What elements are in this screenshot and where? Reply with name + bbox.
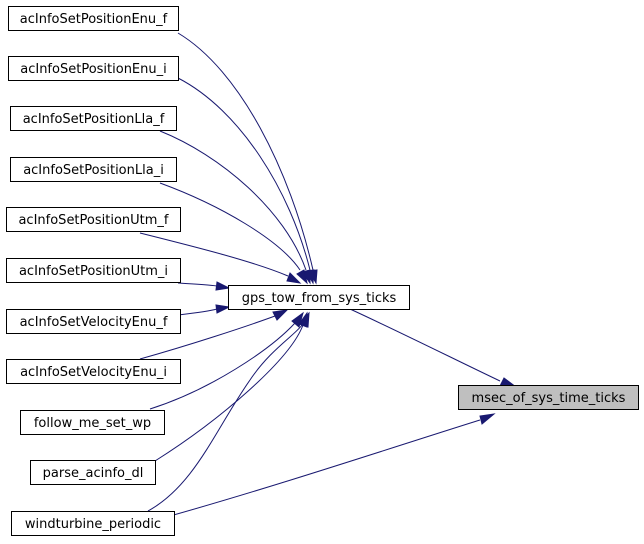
edge-n5-gps [139, 232, 289, 277]
edge-n11-msec [169, 419, 481, 517]
node-gps-tow-from-sys-ticks[interactable]: gps_tow_from_sys_ticks [228, 285, 410, 310]
node-acinfosetpositionenu-f[interactable]: acInfoSetPositionEnu_f [8, 6, 179, 31]
arrowhead-n9-gps [291, 311, 304, 328]
edge-n6-gps [177, 282, 218, 287]
arrowhead-n7-gps [215, 304, 231, 314]
node-acinfosetpositionutm-f[interactable]: acInfoSetPositionUtm_f [6, 207, 181, 232]
node-label: acInfoSetPositionLla_i [23, 163, 164, 178]
edge-n3-gps [159, 130, 307, 271]
edge-n9-gps [149, 322, 296, 410]
edge-n1-gps [177, 32, 314, 271]
node-parse-acinfo-dl[interactable]: parse_acinfo_dl [30, 460, 156, 485]
arrowhead-n6-gps [215, 281, 231, 291]
node-label: msec_of_sys_time_ticks [472, 391, 626, 406]
node-label: windturbine_periodic [25, 517, 161, 532]
arrowhead-n4-gps [296, 269, 308, 285]
node-label: acInfoSetPositionUtm_f [18, 213, 168, 228]
node-label: acInfoSetPositionEnu_i [20, 62, 167, 77]
node-acinfosetpositionlla-i[interactable]: acInfoSetPositionLla_i [10, 157, 177, 182]
nodes-layer: acInfoSetPositionEnu_f acInfoSetPosition… [6, 6, 639, 536]
arrowhead-n5-gps [286, 272, 302, 284]
edge-n8-gps [139, 315, 276, 360]
node-acinfosetpositionenu-i[interactable]: acInfoSetPositionEnu_i [8, 56, 179, 81]
node-label: acInfoSetVelocityEnu_f [20, 315, 168, 330]
arrowhead-n11-msec [479, 413, 496, 425]
node-acinfosetpositionlla-f[interactable]: acInfoSetPositionLla_f [10, 106, 177, 131]
arrowhead-n11-gps [299, 311, 310, 328]
edge-n2-gps [177, 77, 311, 271]
edge-n7-gps [177, 308, 218, 316]
edge-n11-gps [147, 324, 303, 512]
node-follow-me-set-wp[interactable]: follow_me_set_wp [20, 410, 165, 435]
node-label: acInfoSetVelocityEnu_i [20, 365, 167, 380]
node-windturbine-periodic[interactable]: windturbine_periodic [11, 511, 175, 536]
edge-n4-gps [159, 182, 301, 271]
node-label: follow_me_set_wp [34, 416, 151, 431]
edges-layer [139, 32, 518, 517]
node-label: parse_acinfo_dl [43, 466, 144, 481]
node-msec-of-sys-time-ticks[interactable]: msec_of_sys_time_ticks [458, 385, 639, 410]
node-label: acInfoSetPositionEnu_f [20, 12, 168, 27]
node-acinfosetpositionutm-i[interactable]: acInfoSetPositionUtm_i [6, 258, 181, 283]
node-acinfosetvelocityenu-f[interactable]: acInfoSetVelocityEnu_f [6, 309, 181, 334]
node-label: acInfoSetPositionLla_f [23, 112, 165, 127]
node-label: acInfoSetPositionUtm_i [19, 264, 168, 279]
arrowhead-n8-gps [272, 309, 289, 321]
edge-gps-msec [349, 308, 501, 382]
edge-n10-gps [154, 324, 304, 462]
node-label: gps_tow_from_sys_ticks [242, 291, 397, 306]
node-acinfosetvelocityenu-i[interactable]: acInfoSetVelocityEnu_i [6, 359, 181, 384]
